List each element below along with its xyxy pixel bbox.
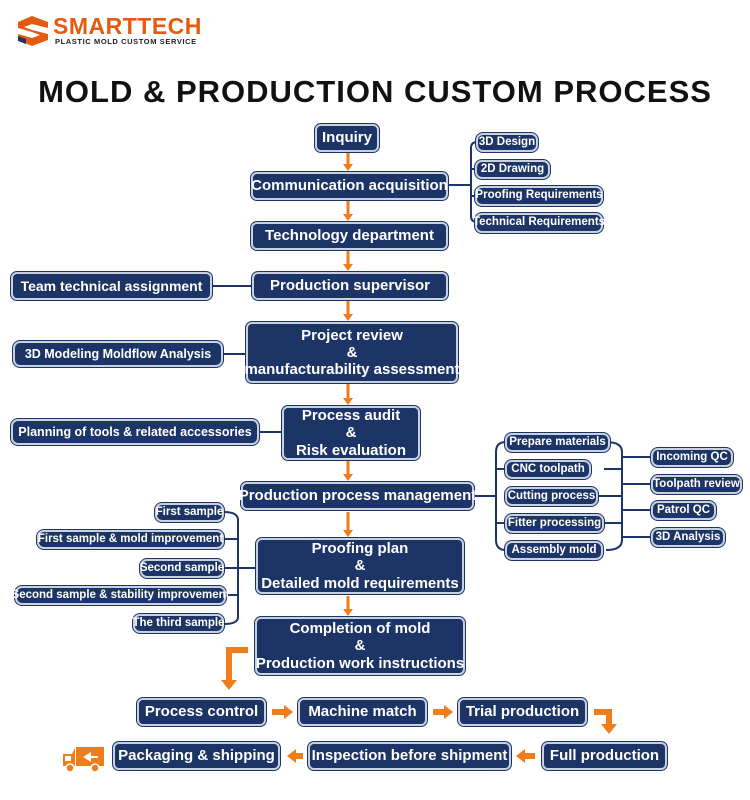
step-inquiry: Inquiry [315,124,379,152]
step-line: Production work instructions [255,654,465,672]
process-prepare-materials: Prepare materials [505,433,610,452]
step-production-process-management: Production process management [239,482,476,510]
flow-arrow-left [287,749,303,763]
step-process-audit: Process audit & Risk evaluation [282,406,420,460]
qc-incoming: Incoming QC [651,448,733,467]
process-fitter: Fitter processing [505,514,604,533]
qc-3d-analysis: 3D Analysis [651,528,725,547]
qc-toolpath-review: Toolpath review [651,475,742,494]
qc-patrol: Patrol QC [651,501,716,520]
step-process-control: Process control [137,698,266,726]
step-communication-acquisition: Communication acquisition [251,172,448,200]
flow-arrow-down [343,512,353,537]
step-line: Process audit [301,407,401,425]
step-completion-of-mold: Completion of mold & Production work ins… [255,617,465,675]
step-proofing-plan: Proofing plan & Detailed mold requiremen… [256,538,464,594]
sample-second: Second sample [140,559,224,578]
flow-arrow-down [343,461,353,481]
flow-arrow-down [343,153,353,171]
flow-arrow-down [343,251,353,271]
flow-arrow-down [343,596,353,616]
step-line: Detailed mold requirements [261,574,459,592]
flow-arrows [221,153,617,763]
step-full-production: Full production [542,742,667,770]
branch-proofing-requirements: Proofing Requirements [475,186,603,206]
step-machine-match: Machine match [298,698,427,726]
flow-arrow-right [433,705,453,719]
step-line: Proofing plan [311,540,409,558]
step-line: & [354,637,366,655]
sample-third: The third sample [132,614,225,633]
process-cnc-toolpath: CNC toolpath [505,460,591,479]
step-project-review: Project review & manufacturability asses… [244,322,460,383]
process-assembly-mold: Assembly mold [505,541,603,560]
team-technical-assignment: Team technical assignment [11,272,212,300]
flow-arrow-down [343,201,353,221]
branch-technical-requirements: Technical Requirements [473,213,605,233]
flow-arrow-right [272,705,293,719]
step-packaging-shipping: Packaging & shipping [113,742,280,770]
delivery-truck-icon [63,747,104,773]
step-production-supervisor: Production supervisor [252,272,448,300]
planning-of-tools: Planning of tools & related accessories [11,419,259,445]
flow-arrow-down [343,301,353,321]
step-line: Project review [301,326,403,344]
flow-arrow-elbow [594,709,617,734]
branch-3d-design: 3D Design [476,133,538,152]
step-trial-production: Trial production [458,698,587,726]
flow-arrow-down [343,384,353,405]
sample-first: First sample [155,503,224,522]
step-line: & [346,343,358,361]
page-title: MOLD & PRODUCTION CUSTOM PROCESS [38,74,712,109]
process-cutting: Cutting process [505,487,598,506]
step-line: Risk evaluation [295,441,407,459]
flow-arrow-left [516,749,535,763]
modeling-moldflow-analysis: 3D Modeling Moldflow Analysis [13,341,223,367]
sample-first-improvement: First sample & mold improvement [37,530,224,549]
brand-logo: SMARTTECH PLASTIC MOLD CUSTOM SERVICE [16,13,216,48]
sample-second-stability: Second sample & stability improvement [12,586,229,605]
branch-2d-drawing: 2D Drawing [475,160,550,179]
step-line: manufacturability assessment [244,361,460,379]
step-line: Completion of mold [289,620,431,638]
branch-lines [212,141,652,625]
step-line: & [354,557,366,575]
step-inspection-before-shipment: Inspection before shipment [308,742,511,770]
step-line: & [345,424,357,442]
flow-arrow-elbow [221,647,248,690]
brand-name: SMARTTECH [53,13,202,39]
brand-tagline: PLASTIC MOLD CUSTOM SERVICE [55,37,197,46]
step-technology-department: Technology department [251,222,448,250]
smarttech-logo-icon [18,16,48,46]
